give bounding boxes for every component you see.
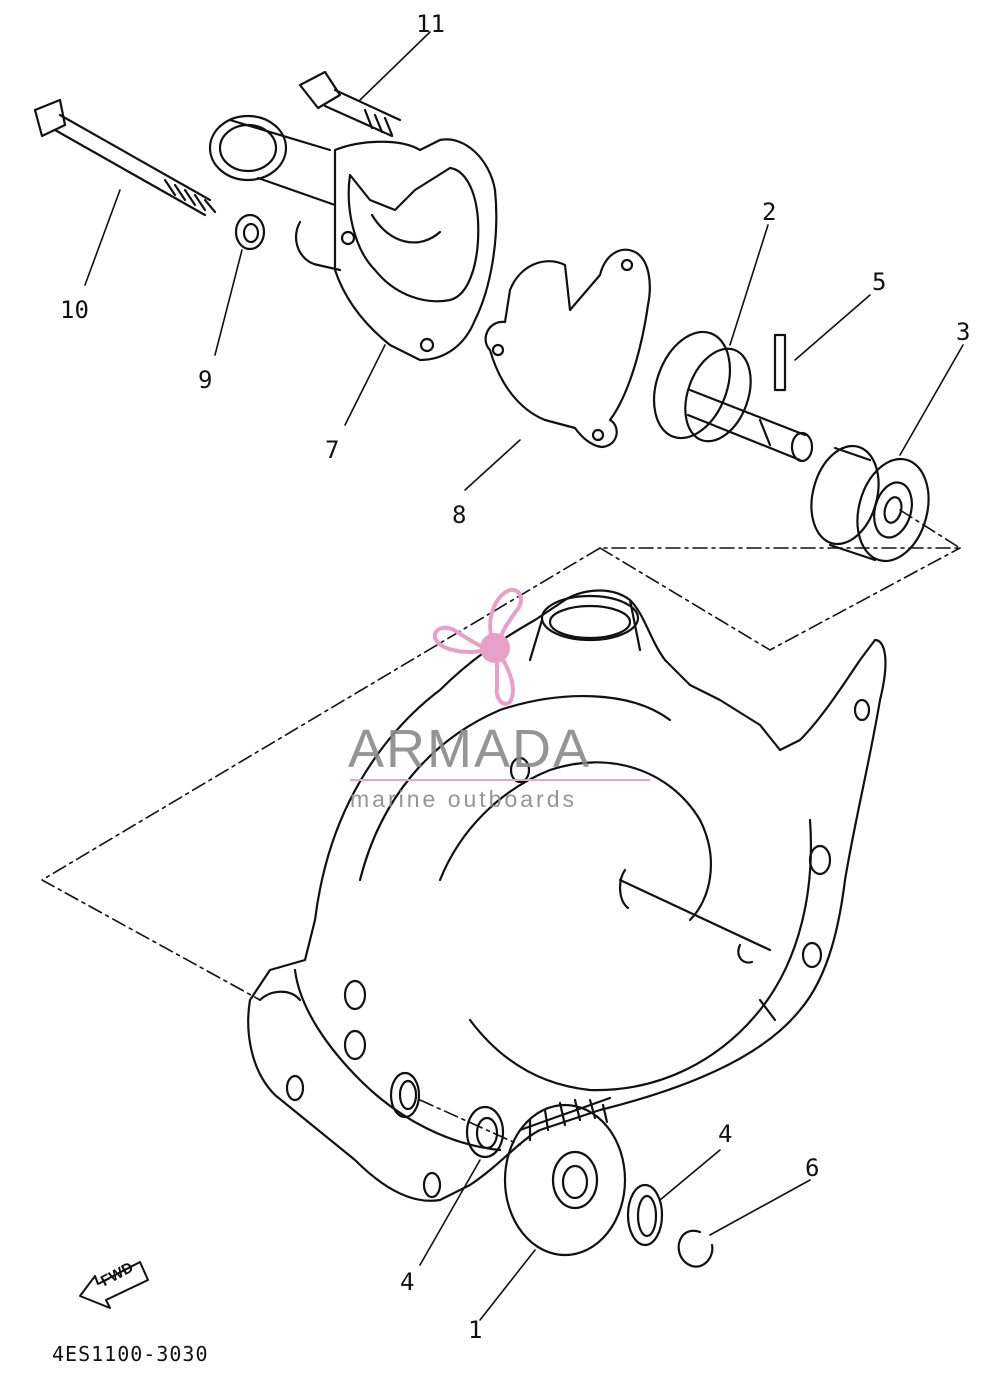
circlip — [677, 1229, 714, 1268]
washer-9 — [234, 213, 266, 251]
watermark-title: ARMADA — [348, 719, 592, 779]
callout-3: 3 — [956, 318, 971, 346]
impeller-shaft — [653, 330, 814, 463]
callout-10: 10 — [60, 296, 89, 324]
callout-8: 8 — [452, 501, 467, 529]
water-pump-housing — [208, 114, 498, 362]
watermark-divider — [350, 779, 650, 781]
callout-6: 6 — [805, 1154, 820, 1182]
watermark-subtitle: marine outboards — [350, 786, 577, 812]
washer-4-right — [626, 1183, 664, 1247]
callout-4-left: 4 — [400, 1268, 415, 1296]
leader-lines — [84, 31, 964, 1321]
callout-1: 1 — [468, 1316, 483, 1344]
callout-5: 5 — [872, 268, 887, 296]
drive-gear — [503, 1096, 627, 1257]
long-bolt — [33, 98, 217, 217]
pin — [773, 333, 787, 392]
gasket — [484, 248, 651, 449]
crankcase-cover — [247, 589, 887, 1202]
callout-2: 2 — [762, 198, 777, 226]
bearing — [810, 444, 930, 563]
part-code: 4ES1100-3030 — [52, 1342, 209, 1366]
short-bolt — [298, 70, 402, 138]
fwd-arrow-icon — [79, 1261, 149, 1309]
armada-logo-icon — [432, 587, 523, 706]
washer-4-left — [465, 1105, 505, 1159]
callout-7: 7 — [325, 436, 340, 464]
callout-9: 9 — [198, 366, 213, 394]
callout-4-right: 4 — [718, 1120, 733, 1148]
callout-11: 11 — [416, 10, 445, 38]
